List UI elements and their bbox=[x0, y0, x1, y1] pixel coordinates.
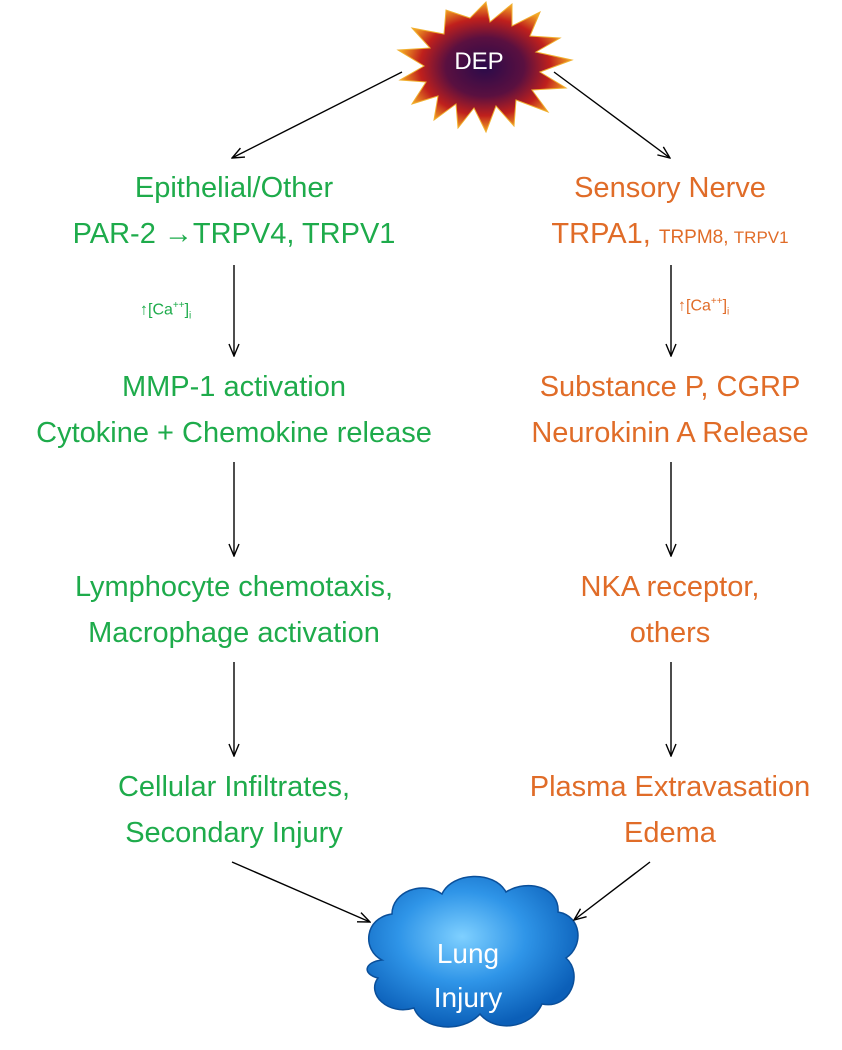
left-node-epithelial: Epithelial/Other PAR-2 →TRPV4, TRPV1 bbox=[4, 165, 464, 257]
right-node-4-line-2: Edema bbox=[624, 817, 716, 849]
right-node-2-line-2: Neurokinin A Release bbox=[531, 417, 809, 449]
right-node-2-line-1: Substance P, CGRP bbox=[539, 371, 801, 403]
left-calcium-subscript: i bbox=[189, 310, 192, 322]
right-node-1-line-2: TRPA1, TRPM8, TRPV1 bbox=[470, 211, 842, 261]
trpm8-label: TRPM8, bbox=[658, 227, 734, 248]
right-node-4-line-1: Plasma Extravasation bbox=[529, 771, 811, 803]
right-node-sensory-nerve: Sensory Nerve TRPA1, TRPM8, TRPV1 bbox=[470, 165, 842, 261]
dep-label: DEP bbox=[454, 48, 504, 75]
right-node-3-line-1: NKA receptor, bbox=[580, 571, 760, 603]
arrow-dep-to-right bbox=[553, 71, 670, 158]
left-node-3-line-2: Macrophage activation bbox=[88, 617, 380, 649]
trpv1-label: TRPV1 bbox=[733, 228, 789, 247]
right-node-1-line-1: Sensory Nerve bbox=[574, 172, 766, 204]
left-node-mmp1: MMP-1 activation Cytokine + Chemokine re… bbox=[4, 364, 464, 456]
left-calcium-label: ↑[Ca++]i bbox=[140, 300, 191, 322]
right-node-3-line-2: others bbox=[629, 617, 711, 649]
right-calcium-label: ↑[Ca++]i bbox=[678, 296, 729, 318]
lung-injury-cloud bbox=[366, 875, 579, 1028]
right-calcium-close: ] bbox=[722, 297, 728, 315]
dep-burst-shape bbox=[396, 0, 574, 134]
left-node-2-line-2: Cytokine + Chemokine release bbox=[36, 417, 432, 449]
right-calcium-charge: ++ bbox=[710, 296, 723, 307]
arrow-dep-to-left bbox=[232, 71, 403, 158]
left-node-cellular-infiltrates: Cellular Infiltrates, Secondary Injury bbox=[4, 764, 464, 856]
left-node-3-line-1: Lymphocyte chemotaxis, bbox=[74, 571, 394, 603]
trpa1-label: TRPA1, bbox=[551, 218, 659, 250]
right-node-substance-p: Substance P, CGRP Neurokinin A Release bbox=[470, 364, 842, 456]
left-node-2-line-1: MMP-1 activation bbox=[121, 371, 346, 403]
lung-injury-line-1: Lung bbox=[436, 938, 500, 969]
left-node-1-line-1: Epithelial/Other bbox=[134, 172, 334, 204]
right-calcium-up-arrow: ↑ bbox=[678, 297, 686, 315]
left-node-4-line-1: Cellular Infiltrates, bbox=[117, 771, 351, 803]
arrow-left-to-lung bbox=[231, 861, 370, 922]
left-calcium-up-arrow: ↑ bbox=[140, 301, 148, 319]
right-calcium-base: [Ca bbox=[686, 297, 711, 315]
right-node-plasma-extravasation: Plasma Extravasation Edema bbox=[470, 764, 842, 856]
right-node-nka-receptor: NKA receptor, others bbox=[470, 564, 842, 656]
lung-injury-label: Lung Injury bbox=[402, 932, 534, 1020]
left-calcium-charge: ++ bbox=[172, 300, 185, 311]
left-node-lymphocyte: Lymphocyte chemotaxis, Macrophage activa… bbox=[4, 564, 464, 656]
left-calcium-close: ] bbox=[184, 301, 190, 319]
left-node-4-line-2: Secondary Injury bbox=[125, 817, 343, 849]
arrow-right-to-lung bbox=[574, 861, 651, 920]
left-calcium-base: [Ca bbox=[148, 301, 173, 319]
right-calcium-subscript: i bbox=[727, 306, 730, 318]
left-node-1-line-2: PAR-2 →TRPV4, TRPV1 bbox=[72, 218, 396, 250]
lung-injury-line-2: Injury bbox=[433, 982, 503, 1013]
